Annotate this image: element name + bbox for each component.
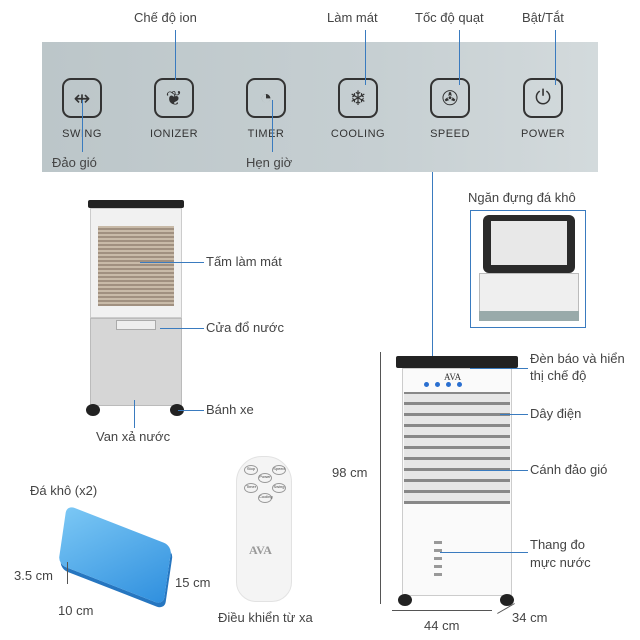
brand-logo: AVA [444, 372, 462, 382]
callout-gauge-2: mực nước [530, 555, 591, 570]
height-dimension-line [380, 352, 381, 604]
callout-line [365, 30, 366, 85]
ice-pack [58, 504, 172, 606]
ice-pack-length: 15 cm [175, 575, 211, 590]
speed-label: SPEED [430, 128, 470, 140]
ice-pack-width: 10 cm [58, 603, 94, 618]
wheel [86, 404, 100, 416]
callout-ice-tray: Ngăn đựng đá khô [468, 190, 576, 205]
water-gauge [434, 536, 442, 576]
height-label: 98 cm [332, 465, 368, 480]
callout-gauge-1: Thang đo [530, 537, 585, 552]
snowflake-icon: ❄ [338, 78, 378, 118]
callout-ionizer: Chế độ ion [134, 10, 197, 25]
remote-brand: AVA [249, 543, 272, 557]
cooler-rear-view [86, 200, 186, 416]
callout-line [178, 410, 204, 411]
callout-power: Bật/Tắt [522, 10, 564, 25]
callout-line [440, 552, 528, 553]
water-door [116, 320, 156, 330]
ice-pack-title: Đá khô (x2) [30, 483, 98, 498]
callout-drain-valve: Van xả nước [96, 429, 171, 444]
indicator-lights [424, 382, 484, 388]
callout-timer: Hẹn giờ [246, 155, 293, 170]
callout-line [160, 328, 204, 329]
callout-line [175, 30, 176, 80]
callout-water-door: Cửa đổ nước [206, 320, 284, 335]
width-dimension-line [392, 610, 492, 611]
wheel [500, 594, 514, 606]
callout-indicator: Đèn báo và hiển thị chế độ [530, 351, 625, 383]
power-icon: ⏻ [523, 78, 563, 118]
width-label: 44 cm [424, 618, 460, 633]
power-label: POWER [520, 128, 566, 140]
callout-line [459, 30, 460, 85]
clock-icon: ◔ [246, 78, 286, 118]
wheel [170, 404, 184, 416]
callout-line [82, 100, 83, 152]
wheel [398, 594, 412, 606]
ionizer-label: IONIZER [149, 128, 199, 140]
remote-key-speed: Speed [272, 465, 286, 475]
callout-cooling: Làm mát [327, 10, 378, 25]
remote-caption: Điều khiển từ xa [218, 610, 313, 625]
swing-label: SWING [42, 128, 122, 140]
callout-line [134, 400, 135, 428]
leaf-icon: ❦ [154, 78, 194, 118]
callout-line [470, 470, 528, 471]
callout-wheels: Bánh xe [206, 402, 254, 417]
ice-pack-thickness: 3.5 cm [14, 568, 54, 583]
remote-key-stop: Stop [244, 465, 258, 475]
callout-line [470, 368, 528, 369]
callout-line [432, 172, 433, 357]
callout-swing: Đảo gió [52, 155, 97, 170]
callout-line [140, 262, 204, 263]
callout-speed: Tốc độ quạt [415, 10, 484, 25]
ice-tray-photo [470, 210, 586, 328]
remote-control: Stop Speed Power Timer Swing Cooling AVA [236, 456, 292, 602]
cooler-front-view: AVA [396, 356, 518, 606]
fan-icon: ✇ [430, 78, 470, 118]
callout-line [555, 30, 556, 85]
timer-label: TIMER [247, 128, 285, 140]
remote-key-power: Power [258, 473, 272, 483]
callout-cord: Dây điện [530, 406, 582, 421]
callout-line [500, 414, 528, 415]
callout-louver: Cánh đảo gió [530, 462, 608, 477]
remote-key-timer: Timer [244, 483, 258, 493]
cooling-label: COOLING [330, 128, 386, 140]
remote-key-swing: Swing [272, 483, 286, 493]
thickness-dimension-line [67, 562, 68, 584]
cooling-pad [98, 226, 174, 306]
callout-cooling-pad: Tấm làm mát [206, 254, 282, 269]
remote-key-cooling: Cooling [258, 493, 273, 503]
control-panel: ⇹ SWING ❦ IONIZER ◔ TIMER ❄ COOLING ✇ SP… [42, 42, 598, 172]
depth-label: 34 cm [512, 610, 548, 625]
louvers [404, 392, 510, 504]
callout-line [272, 100, 273, 152]
